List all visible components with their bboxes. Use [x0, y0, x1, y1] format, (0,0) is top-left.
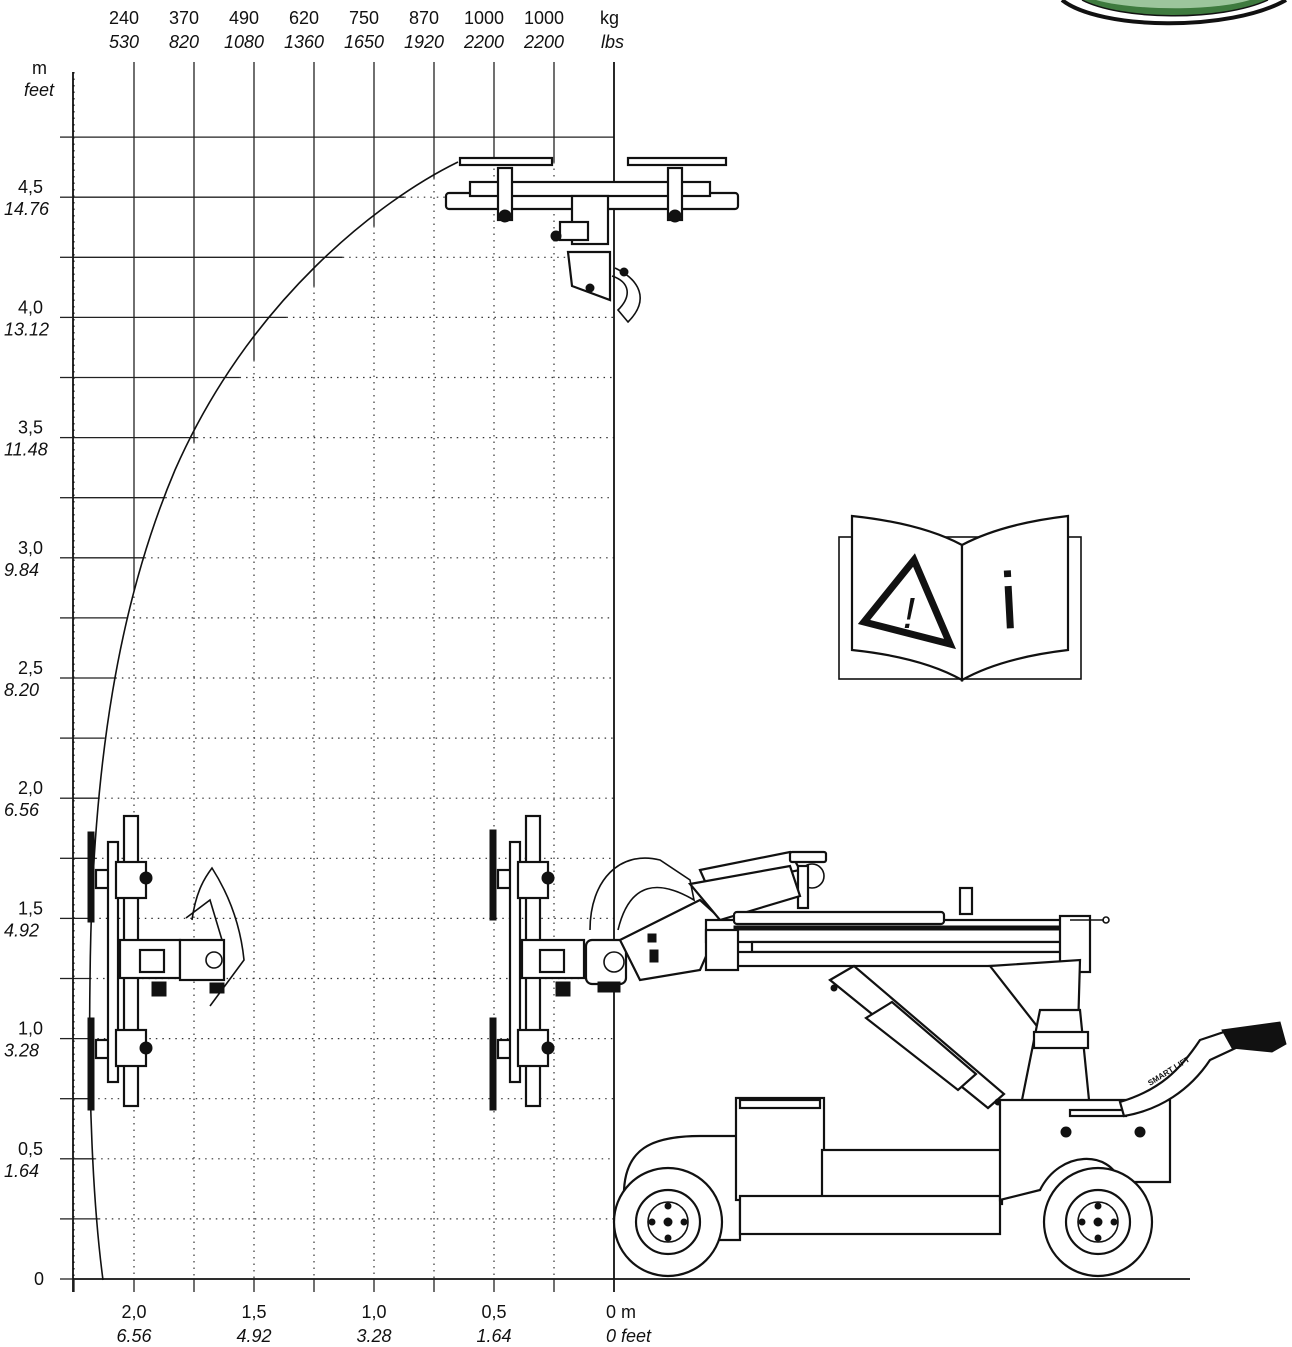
load-lbs-label: 1920	[404, 32, 444, 52]
height-ft-label: 4.92	[4, 920, 39, 940]
load-kg-label: 620	[289, 8, 319, 28]
front-wheel-icon	[612, 1166, 724, 1278]
load-kg-label: 1000	[464, 8, 504, 28]
reach-labels: 2,0 6.56 1,5 4.92 1,0 3.28 0,5 1.64	[116, 1302, 511, 1346]
height-zero-label: 0	[34, 1269, 44, 1289]
warning-triangle-icon: !	[857, 553, 957, 650]
load-unit-kg: kg	[600, 8, 619, 28]
manual-book-icon: ! i	[838, 514, 1082, 682]
load-lbs-label: 530	[109, 32, 139, 52]
load-lbs-label: 2200	[463, 32, 504, 52]
load-kg-label: 240	[109, 8, 139, 28]
reach-unit-m: 0 m	[606, 1302, 636, 1322]
height-m-label: 2,5	[18, 658, 43, 678]
reach-ft-label: 6.56	[116, 1326, 152, 1346]
height-ft-label: 13.12	[4, 319, 49, 339]
load-unit-lbs: lbs	[601, 32, 624, 52]
height-m-label: 3,5	[18, 418, 43, 438]
load-lbs-label: 1080	[224, 32, 264, 52]
height-labels: 4,514.76 4,013.12 3,511.48 3,09.84 2,58.20 2,…	[4, 177, 50, 1181]
suction-cup-frame-right	[489, 814, 586, 1111]
height-m-label: 0,5	[18, 1139, 43, 1159]
height-ft-label: 14.76	[4, 199, 50, 219]
load-kg-label: 1000	[524, 8, 564, 28]
reach-m-label: 1,0	[361, 1302, 386, 1322]
load-lbs-label: 820	[169, 32, 199, 52]
load-kg-label: 490	[229, 8, 259, 28]
stamp-seal-icon	[1060, 0, 1287, 26]
height-ft-label: 9.84	[4, 560, 39, 580]
reach-ft-label: 4.92	[236, 1326, 271, 1346]
height-ft-label: 1.64	[4, 1161, 39, 1181]
load-capacity-labels: 240 530 370 820 490 1080 620 1360 750 1650 870 1920…	[109, 8, 564, 72]
reach-ft-label: 1.64	[476, 1326, 511, 1346]
rear-wheel-icon	[1042, 1166, 1154, 1278]
load-kg-label: 370	[169, 8, 199, 28]
suction-cup-frame-left	[87, 814, 245, 1111]
load-kg-label: 750	[349, 8, 379, 28]
height-m-label: 1,0	[18, 1019, 43, 1039]
height-ft-label: 11.48	[4, 440, 48, 460]
reach-ft-label: 3.28	[356, 1326, 391, 1346]
height-ft-label: 6.56	[4, 800, 40, 820]
height-m-label: 1,5	[18, 898, 43, 918]
load-lbs-label: 1360	[284, 32, 324, 52]
load-lbs-label: 1650	[344, 32, 384, 52]
reach-m-label: 0,5	[481, 1302, 506, 1322]
height-m-label: 4,5	[18, 177, 43, 197]
height-m-label: 4,0	[18, 297, 43, 317]
load-lbs-label: 2200	[523, 32, 564, 52]
reach-m-label: 1,5	[241, 1302, 266, 1322]
chart-grid-solid	[73, 72, 614, 1220]
height-ft-label: 8.20	[4, 680, 39, 700]
vacuum-lifter-icon: SMART LIFT	[584, 850, 1287, 1278]
reach-m-label: 2,0	[121, 1302, 146, 1322]
warning-exclamation: !	[903, 589, 915, 638]
y-axis-ticks	[60, 136, 73, 1280]
height-ft-label: 3.28	[4, 1041, 39, 1061]
reach-unit-feet: 0 feet	[606, 1326, 652, 1346]
load-kg-label: 870	[409, 8, 439, 28]
height-m-label: 3,0	[18, 538, 43, 558]
suction-cup-frame-icon	[444, 156, 740, 324]
x-axis-ticks	[73, 1279, 615, 1292]
height-unit-feet: feet	[24, 80, 55, 100]
reach-envelope-curve	[88, 161, 459, 1281]
info-icon: i	[998, 556, 1020, 646]
height-m-label: 2,0	[18, 778, 43, 798]
height-unit-m: m	[32, 58, 47, 78]
